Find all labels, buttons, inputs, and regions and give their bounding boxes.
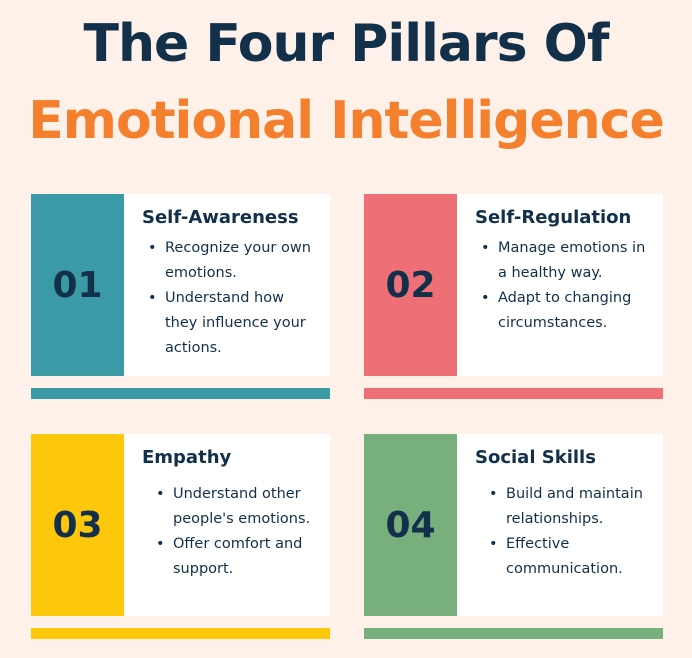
pillar-bullet: Understand how they influence your actio… [148,286,320,361]
pillar-bullet-list: Understand other people's emotions. Offe… [142,482,320,582]
pillar-bullet: Manage emotions in a healthy way. [481,236,653,286]
pillar-bullet: Adapt to changing circumstances. [481,286,653,336]
pillar-underline-bar [31,628,330,639]
pillar-underline-bar [31,388,330,399]
pillar-heading: Empathy [142,447,232,468]
pillar-number: 04 [364,434,457,616]
pillar-underline-bar [364,388,663,399]
pillar-underline-bar [364,628,663,639]
pillar-number: 02 [364,194,457,376]
pillar-bullet: Understand other people's emotions. [156,482,320,532]
title-line-2: Emotional Intelligence [28,91,664,151]
pillar-bullet: Effective communication. [489,532,653,582]
title-line-1: The Four Pillars Of [83,14,610,74]
pillar-text-box: Self-Regulation Manage emotions in a hea… [457,194,663,376]
pillar-bullet-list: Build and maintain relationships. Effect… [475,482,653,582]
pillar-text-box: Self-Awareness Recognize your own emotio… [124,194,330,376]
pillar-bullet: Offer comfort and support. [156,532,320,582]
pillar-heading: Self-Awareness [142,207,299,228]
pillar-heading: Social Skills [475,447,596,468]
pillar-bullet: Recognize your own emotions. [148,236,320,286]
pillar-heading: Self-Regulation [475,207,632,228]
pillar-number: 01 [31,194,124,376]
pillar-text-box: Empathy Understand other people's emotio… [124,434,330,616]
pillar-bullet-list: Recognize your own emotions. Understand … [142,236,320,361]
pillar-text-box: Social Skills Build and maintain relatio… [457,434,663,616]
pillar-number: 03 [31,434,124,616]
pillar-bullet-list: Manage emotions in a healthy way. Adapt … [475,236,653,336]
pillar-bullet: Build and maintain relationships. [489,482,653,532]
